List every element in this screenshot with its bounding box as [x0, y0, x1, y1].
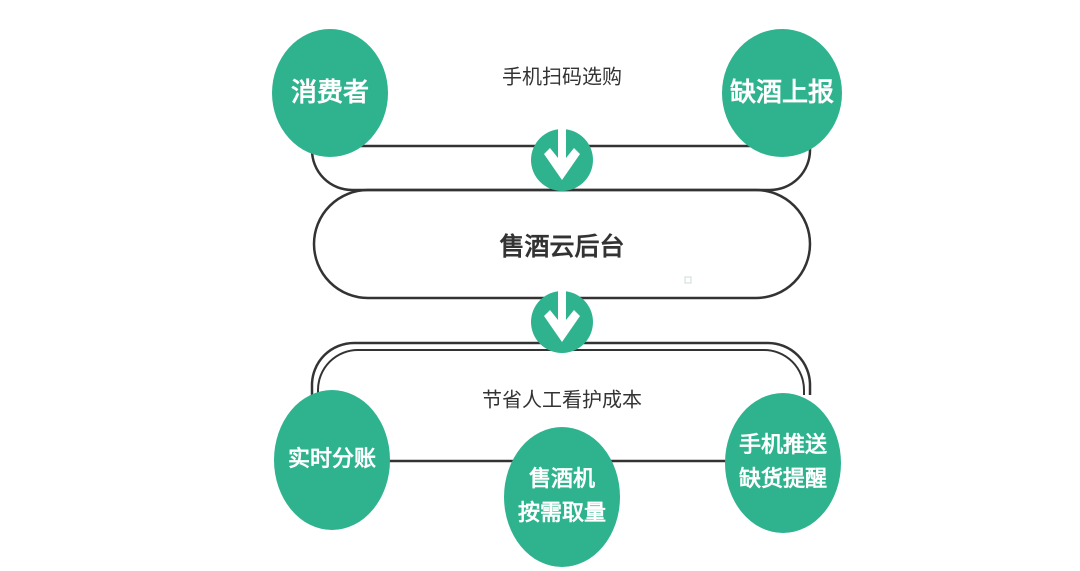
node-label-split: 实时分账 [288, 443, 376, 477]
node-consumer [272, 29, 388, 157]
node-push [725, 393, 841, 533]
node-label-consumer: 消费者 [290, 78, 370, 108]
arrow-down-icon [544, 290, 580, 342]
center-title: 售酒云后台 [499, 232, 625, 261]
node-line: 实时分账 [287, 447, 377, 472]
node-line: 缺货提醒 [738, 467, 828, 492]
node-machine [504, 427, 620, 567]
node-line: 售酒机 [528, 467, 596, 492]
caption-scan: 手机扫码选购 [502, 64, 622, 89]
node-split [274, 390, 390, 530]
node-shortage-report [722, 29, 842, 157]
node-line: 按需取量 [517, 501, 607, 526]
node-label-push: 手机推送缺货提醒 [739, 429, 827, 497]
node-label-machine: 售酒机按需取量 [518, 463, 606, 531]
caption-save-cost: 节省人工看护成本 [482, 387, 642, 412]
arrow-down-icon [544, 128, 580, 180]
node-line: 手机推送 [738, 433, 828, 458]
node-label-shortage-report: 缺酒上报 [729, 78, 835, 108]
small-square-mark [684, 276, 692, 284]
